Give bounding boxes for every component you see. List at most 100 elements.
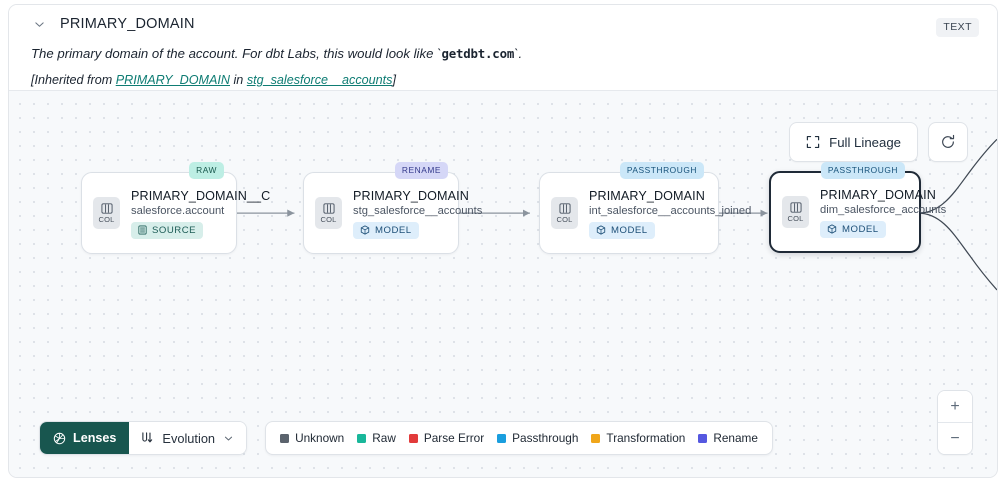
cube-icon bbox=[596, 225, 606, 235]
node-type-label: SOURCE bbox=[152, 224, 197, 236]
node-type-badge: MODEL bbox=[353, 221, 419, 239]
legend-label: Rename bbox=[713, 431, 758, 445]
legend-swatch-unknown bbox=[280, 433, 290, 443]
refresh-button[interactable] bbox=[928, 122, 968, 162]
legend-swatch-passthrough bbox=[497, 433, 507, 443]
zoom-controls: + − bbox=[937, 390, 973, 455]
node-content: COL PRIMARY_DOMAIN stg_salesforce__accou… bbox=[304, 173, 482, 253]
zoom-out-button[interactable]: − bbox=[938, 423, 972, 454]
column-chip-label: COL bbox=[556, 214, 573, 224]
node-type-label: MODEL bbox=[375, 224, 412, 236]
legend-item: Unknown bbox=[280, 431, 344, 445]
full-lineage-label: Full Lineage bbox=[829, 134, 901, 150]
database-icon bbox=[138, 225, 147, 235]
node-subtitle: int_salesforce__accounts_joined bbox=[589, 204, 752, 217]
inherited-prefix: [Inherited from bbox=[31, 73, 116, 87]
aperture-icon bbox=[53, 432, 66, 444]
node-subtitle: dim_salesforce_accounts bbox=[820, 203, 947, 216]
inherited-column-link[interactable]: PRIMARY_DOMAIN bbox=[115, 73, 230, 87]
lineage-node-3[interactable]: PASSTHROUGH COL PRIMARY_DOMAIN int_sales… bbox=[539, 162, 751, 254]
lenses-control-group: Lenses Evolution bbox=[39, 421, 248, 455]
legend-swatch-raw bbox=[357, 433, 367, 443]
node-text: PRIMARY_DOMAIN dim_salesforce_accounts M… bbox=[820, 187, 946, 238]
node-content: COL PRIMARY_DOMAIN__C salesforce.account bbox=[82, 173, 270, 253]
node-type-badge: MODEL bbox=[820, 220, 886, 238]
node-text: PRIMARY_DOMAIN stg_salesforce__accounts … bbox=[353, 188, 482, 239]
expand-corners-icon bbox=[806, 135, 820, 149]
legend-swatch-transformation bbox=[591, 433, 601, 443]
lens-badge: RAW bbox=[189, 162, 224, 179]
column-chip-label: COL bbox=[320, 214, 337, 224]
legend-label: Unknown bbox=[295, 431, 345, 445]
lens-badge: PASSTHROUGH bbox=[619, 162, 704, 179]
node-type-badge: MODEL bbox=[589, 221, 655, 239]
lenses-button[interactable]: Lenses bbox=[40, 422, 130, 454]
node-title: PRIMARY_DOMAIN__C bbox=[131, 188, 271, 203]
inherited-suffix: ] bbox=[392, 73, 396, 87]
legend-item: Transformation bbox=[591, 431, 685, 445]
inherited-from-note: [Inherited from PRIMARY_DOMAIN in stg_sa… bbox=[31, 73, 396, 87]
page-title: PRIMARY_DOMAIN bbox=[60, 16, 195, 32]
lineage-node-2[interactable]: RENAME COL PRIMARY_DOMAIN stg_salesforce… bbox=[303, 162, 482, 254]
header-title-row: PRIMARY_DOMAIN bbox=[31, 16, 195, 32]
node-title: PRIMARY_DOMAIN bbox=[353, 188, 469, 203]
node-type-label: MODEL bbox=[842, 223, 879, 235]
legend-label: Transformation bbox=[606, 431, 686, 445]
node-type-label: MODEL bbox=[611, 224, 648, 236]
description-code: getdbt.com bbox=[441, 46, 515, 61]
legend-swatch-rename bbox=[698, 433, 708, 443]
lens-legend: Unknown Raw Parse Error Passthrough bbox=[265, 421, 773, 455]
legend-item: Parse Error bbox=[408, 431, 485, 445]
node-text: PRIMARY_DOMAIN__C salesforce.account SOU… bbox=[131, 188, 270, 239]
canvas-top-controls: Full Lineage bbox=[789, 122, 968, 162]
legend-label: Passthrough bbox=[512, 431, 579, 445]
column-chip: COL bbox=[93, 197, 120, 229]
chevron-down-icon[interactable] bbox=[31, 16, 47, 32]
legend-swatch-parse-error bbox=[408, 433, 418, 443]
column-chip: COL bbox=[551, 197, 578, 229]
lens-badge: PASSTHROUGH bbox=[820, 162, 905, 179]
lineage-node-1[interactable]: RAW COL PRIMARY_DOMAIN__C salesforce.acc… bbox=[81, 162, 270, 254]
full-lineage-button[interactable]: Full Lineage bbox=[789, 122, 918, 162]
panel-card: PRIMARY_DOMAIN TEXT The primary domain o… bbox=[8, 4, 998, 478]
columns-icon bbox=[322, 202, 335, 214]
node-text: PRIMARY_DOMAIN int_salesforce__accounts_… bbox=[589, 188, 751, 239]
columns-icon bbox=[100, 202, 113, 214]
refresh-icon bbox=[942, 134, 955, 148]
column-chip: COL bbox=[315, 197, 342, 229]
cube-icon bbox=[360, 225, 370, 235]
column-type-badge: TEXT bbox=[936, 18, 979, 37]
evolution-dropdown[interactable]: Evolution bbox=[129, 422, 247, 454]
legend-label: Parse Error bbox=[423, 431, 485, 445]
column-chip: COL bbox=[782, 196, 809, 228]
zoom-in-button[interactable]: + bbox=[938, 391, 972, 423]
legend-item: Rename bbox=[698, 431, 758, 445]
column-chip-label: COL bbox=[98, 214, 115, 224]
node-title: PRIMARY_DOMAIN bbox=[820, 187, 936, 202]
lineage-canvas[interactable]: RAW COL PRIMARY_DOMAIN__C salesforce.acc… bbox=[9, 91, 997, 477]
node-title: PRIMARY_DOMAIN bbox=[589, 188, 705, 203]
node-subtitle: salesforce.account bbox=[131, 204, 225, 217]
columns-icon bbox=[558, 202, 571, 214]
canvas-bottom-bar: Lenses Evolution bbox=[39, 421, 773, 455]
legend-item: Passthrough bbox=[497, 431, 578, 445]
lineage-node-4[interactable]: PASSTHROUGH COL PRIMARY_DOMAIN dim_sales… bbox=[769, 162, 946, 253]
column-description: The primary domain of the account. For d… bbox=[31, 46, 522, 61]
inherited-middle: in bbox=[230, 73, 247, 87]
node-content: COL PRIMARY_DOMAIN int_salesforce__accou… bbox=[540, 173, 751, 253]
cube-icon bbox=[827, 224, 837, 234]
lens-badge: RENAME bbox=[394, 162, 448, 179]
description-suffix: `. bbox=[514, 46, 523, 61]
node-type-badge: SOURCE bbox=[131, 221, 204, 239]
lenses-label: Lenses bbox=[73, 431, 117, 445]
inherited-model-link[interactable]: stg_salesforce__accounts bbox=[246, 73, 393, 87]
legend-label: Raw bbox=[372, 431, 396, 445]
legend-item: Raw bbox=[357, 431, 396, 445]
panel-header: PRIMARY_DOMAIN TEXT The primary domain o… bbox=[9, 5, 997, 91]
column-chip-label: COL bbox=[787, 213, 804, 223]
node-content: COL PRIMARY_DOMAIN dim_salesforce_accoun… bbox=[771, 173, 946, 251]
columns-icon bbox=[789, 201, 802, 213]
evolution-label: Evolution bbox=[162, 430, 216, 446]
node-subtitle: stg_salesforce__accounts bbox=[353, 204, 483, 217]
